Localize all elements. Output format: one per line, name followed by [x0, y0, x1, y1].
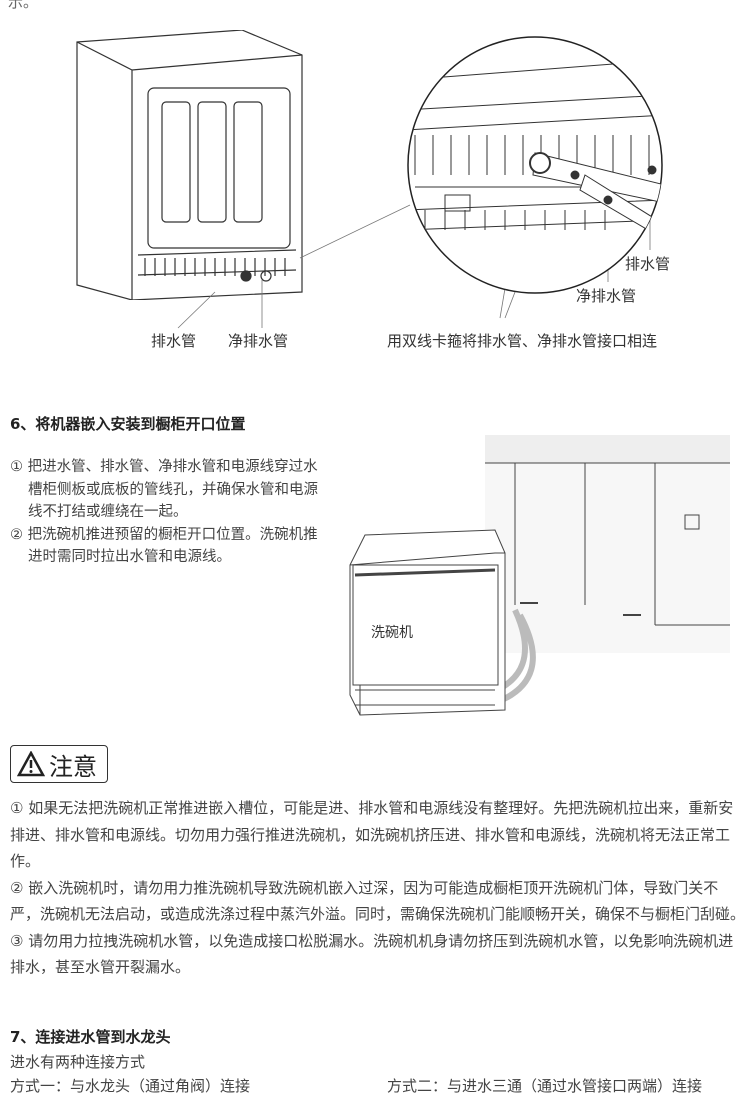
detail-magnifier-illustration — [407, 36, 663, 294]
section-6-heading: 6、将机器嵌入安装到橱柜开口位置 — [10, 415, 246, 433]
step-2: ② 把洗碗机推进预留的橱柜开口位置。洗碗机推进时需同时拉出水管和电源线。 — [10, 526, 318, 566]
notice-paragraph-1: ① 如果无法把洗碗机正常推进嵌入槽位，可能是进、排水管和电源线没有整理好。先把洗… — [10, 799, 734, 870]
dishwasher-rear-illustration — [76, 30, 303, 300]
method-2-label: 方式二：与进水三通（通过水管接口两端）连接 — [387, 1077, 703, 1095]
notice-paragraph-3: ③ 请勿用力拉拽洗碗机水管，以免造成接口松脱漏水。洗碗机机身请勿挤压到洗碗机水管… — [10, 931, 734, 977]
notice-badge: 注意 — [10, 745, 108, 783]
drain-pipe-label: 排水管 — [151, 332, 197, 350]
section-7-intro: 进水有两种连接方式 — [10, 1053, 146, 1071]
notice-paragraphs: ① 如果无法把洗碗机正常推进嵌入槽位，可能是进、排水管和电源线没有整理好。先把洗… — [10, 795, 745, 981]
dishwasher-label: 洗碗机 — [371, 625, 413, 641]
step-1: ① 把进水管、排水管、净排水管和电源线穿过水槽柜侧板或底板的管线孔，并确保水管和… — [10, 459, 318, 520]
section-7-heading: 7、连接进水管到水龙头 — [10, 1028, 171, 1046]
clamp-note-label: 用双线卡箍将排水管、净排水管接口相连 — [387, 332, 658, 350]
top-fragment-text: 示。 — [8, 0, 39, 11]
drain-pipe-detail-label: 排水管 — [625, 255, 671, 273]
section-6-steps: ① 把进水管、排水管、净排水管和电源线穿过水槽柜侧板或底板的管线孔，并确保水管和… — [10, 456, 328, 569]
clean-drain-pipe-label: 净排水管 — [228, 332, 289, 350]
warning-triangle-icon — [17, 751, 45, 777]
method-1-label: 方式一：与水龙头（通过角阀）连接 — [10, 1077, 251, 1095]
clean-drain-pipe-detail-label: 净排水管 — [576, 287, 637, 305]
notice-paragraph-2: ② 嵌入洗碗机时，请勿用力推洗碗机导致洗碗机嵌入过深，因为可能造成橱柜顶开洗碗机… — [10, 878, 746, 924]
cabinet-installation-illustration — [349, 435, 730, 716]
notice-title: 注意 — [49, 752, 97, 781]
